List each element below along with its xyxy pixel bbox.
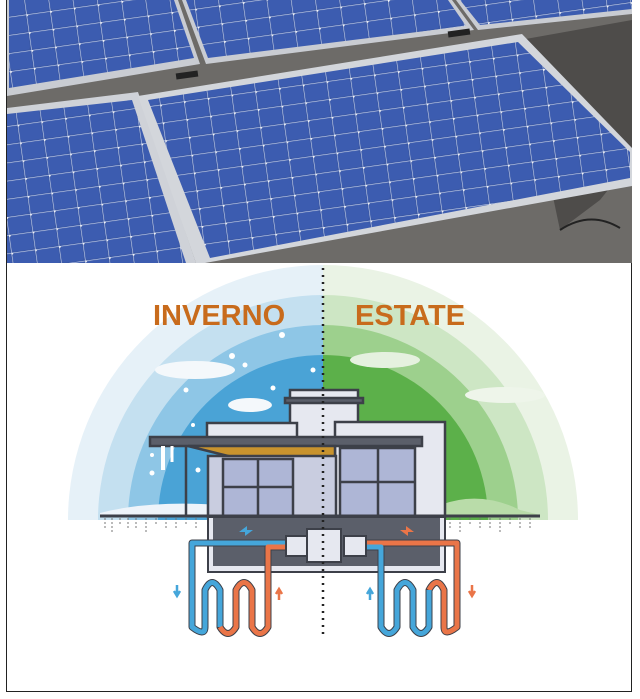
solar-panel: [460, 0, 632, 25]
arrow-left-icon: [239, 526, 253, 536]
geothermal-diagram: INVERNO ESTATE: [68, 265, 578, 637]
solar-panel: [148, 42, 630, 258]
solar-panel: [186, 0, 466, 58]
panel-bracket: [447, 28, 471, 38]
arrow-down-icon: [467, 585, 477, 599]
house: [148, 388, 447, 519]
cloud: [465, 387, 545, 403]
cloud: [228, 398, 272, 412]
arrow-down-icon: [172, 585, 182, 599]
arrow-up-icon: [365, 586, 375, 600]
heat-pump-unit: [306, 528, 342, 563]
hill: [440, 498, 540, 515]
winter-label: INVERNO: [153, 300, 285, 332]
heat-exchanger: [343, 535, 367, 557]
snowflakes: [149, 332, 316, 476]
arrow-up-icon: [274, 586, 284, 600]
ground-texture: [104, 518, 531, 532]
heat-pipes: [188, 539, 461, 637]
solar-panel: [9, 0, 194, 88]
cable: [559, 218, 621, 231]
cloud: [350, 352, 420, 368]
image-frame: [6, 0, 632, 692]
cloud: [155, 361, 235, 379]
arrow-right-icon: [400, 526, 414, 536]
solar-panel-photo: [7, 0, 632, 263]
solar-panel: [7, 100, 186, 263]
summer-label: ESTATE: [355, 300, 465, 332]
panel-bracket: [175, 70, 199, 80]
